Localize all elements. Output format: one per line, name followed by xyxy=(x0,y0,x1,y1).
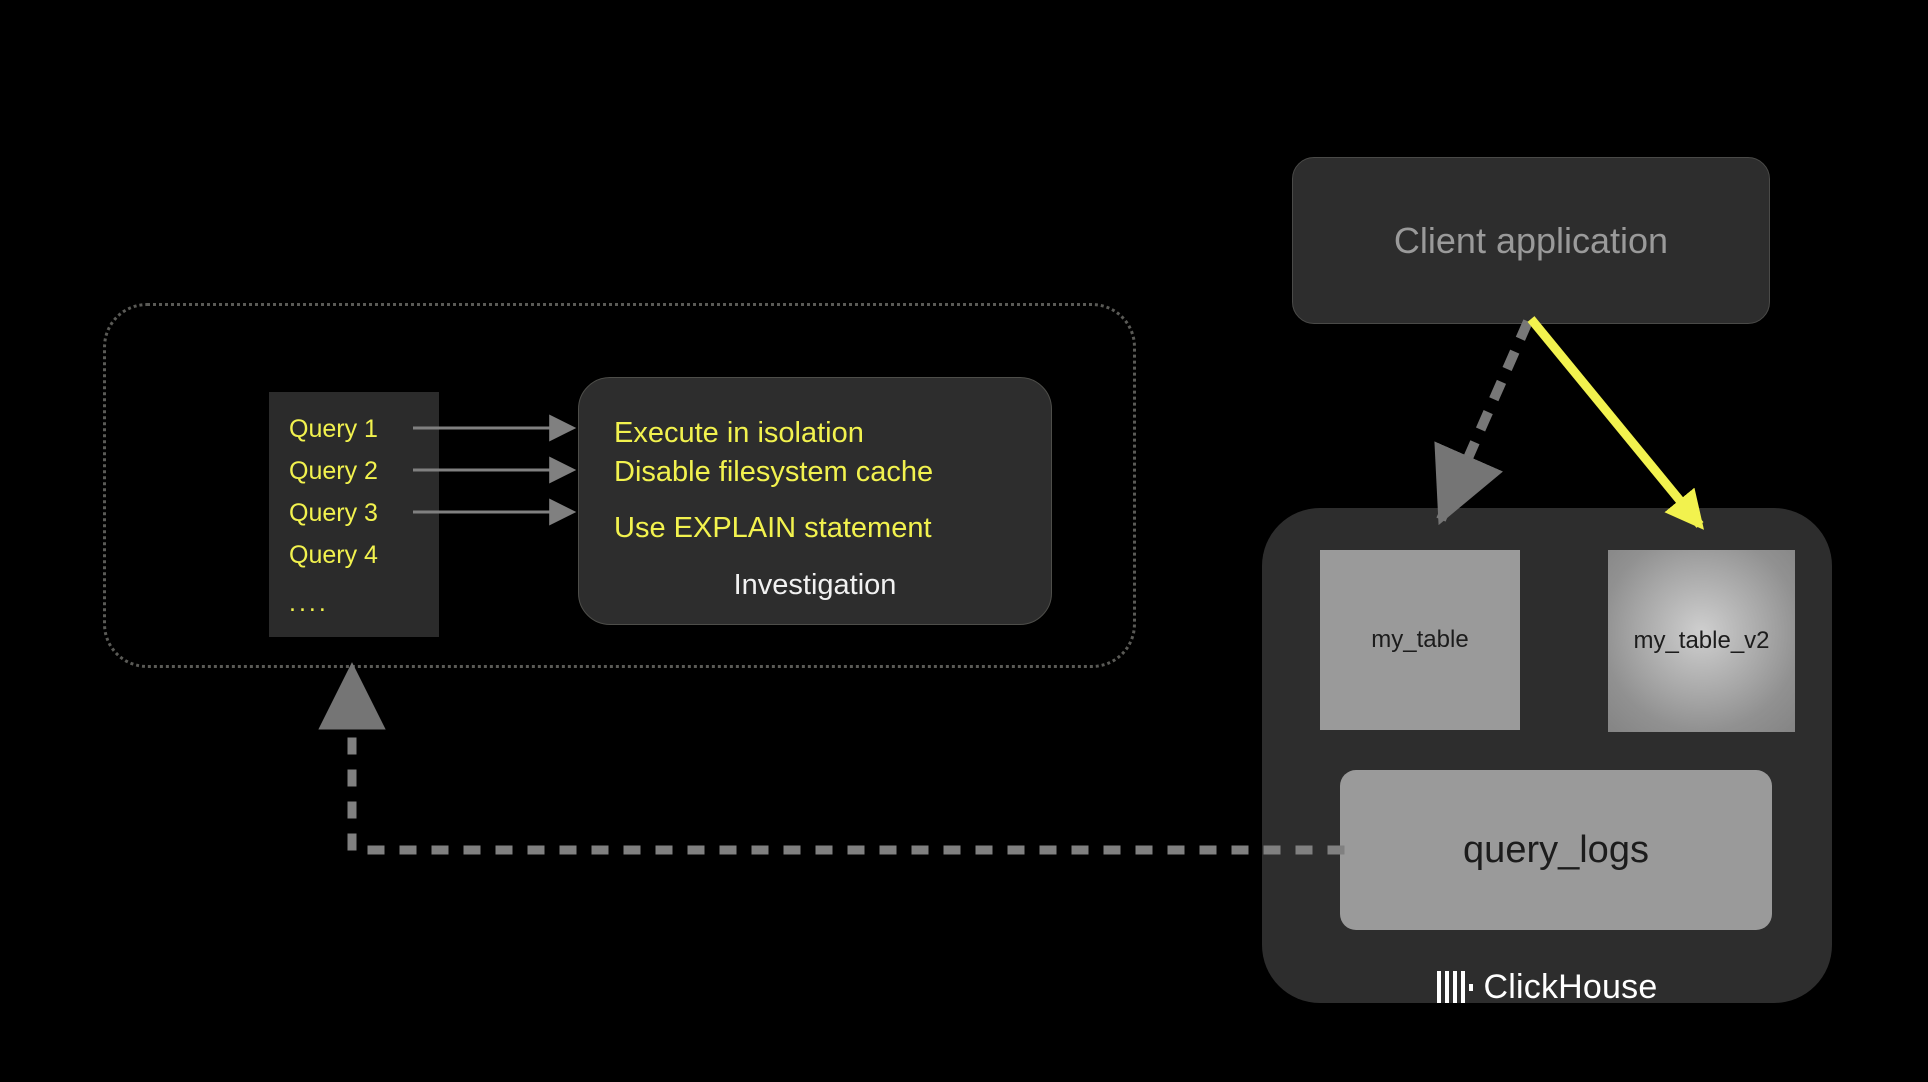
table-query_logs: query_logs xyxy=(1340,770,1772,930)
list-item: Query 1 xyxy=(289,415,378,443)
list-item: Query 4 xyxy=(289,541,378,569)
query-list-panel: Query 1 Query 2 Query 3 Query 4 .... xyxy=(269,392,439,637)
investigation-step: Use EXPLAIN statement xyxy=(614,512,932,544)
table-my_table: my_table xyxy=(1320,550,1520,730)
connector-client-to-my_table_v2 xyxy=(1527,316,1704,530)
list-item: Query 3 xyxy=(289,499,378,527)
client-application-box: Client application xyxy=(1292,157,1770,324)
clickhouse-logo: ClickHouse xyxy=(1262,962,1832,1012)
clickhouse-bars-icon xyxy=(1436,971,1473,1003)
investigation-steps: Execute in isolation Disable filesystem … xyxy=(614,414,1034,548)
clickhouse-wordmark: ClickHouse xyxy=(1483,967,1658,1006)
client-application-label: Client application xyxy=(1393,219,1669,261)
investigation-group-container xyxy=(103,303,1136,668)
investigation-step: Disable filesystem cache xyxy=(614,456,934,488)
investigation-card: Execute in isolation Disable filesystem … xyxy=(578,377,1052,625)
investigation-step: Execute in isolation xyxy=(614,417,864,449)
table-label: query_logs xyxy=(1463,828,1649,871)
table-my_table_v2: my_table_v2 xyxy=(1608,550,1795,732)
connector-client-to-my_table xyxy=(1434,319,1533,526)
investigation-caption: Investigation xyxy=(733,569,897,601)
table-label: my_table_v2 xyxy=(1633,627,1770,654)
table-label: my_table xyxy=(1371,626,1469,653)
list-item: Query 2 xyxy=(289,457,378,485)
connector-query_logs-to-query-panel xyxy=(318,662,1345,855)
list-item-ellipsis: .... xyxy=(289,589,329,617)
